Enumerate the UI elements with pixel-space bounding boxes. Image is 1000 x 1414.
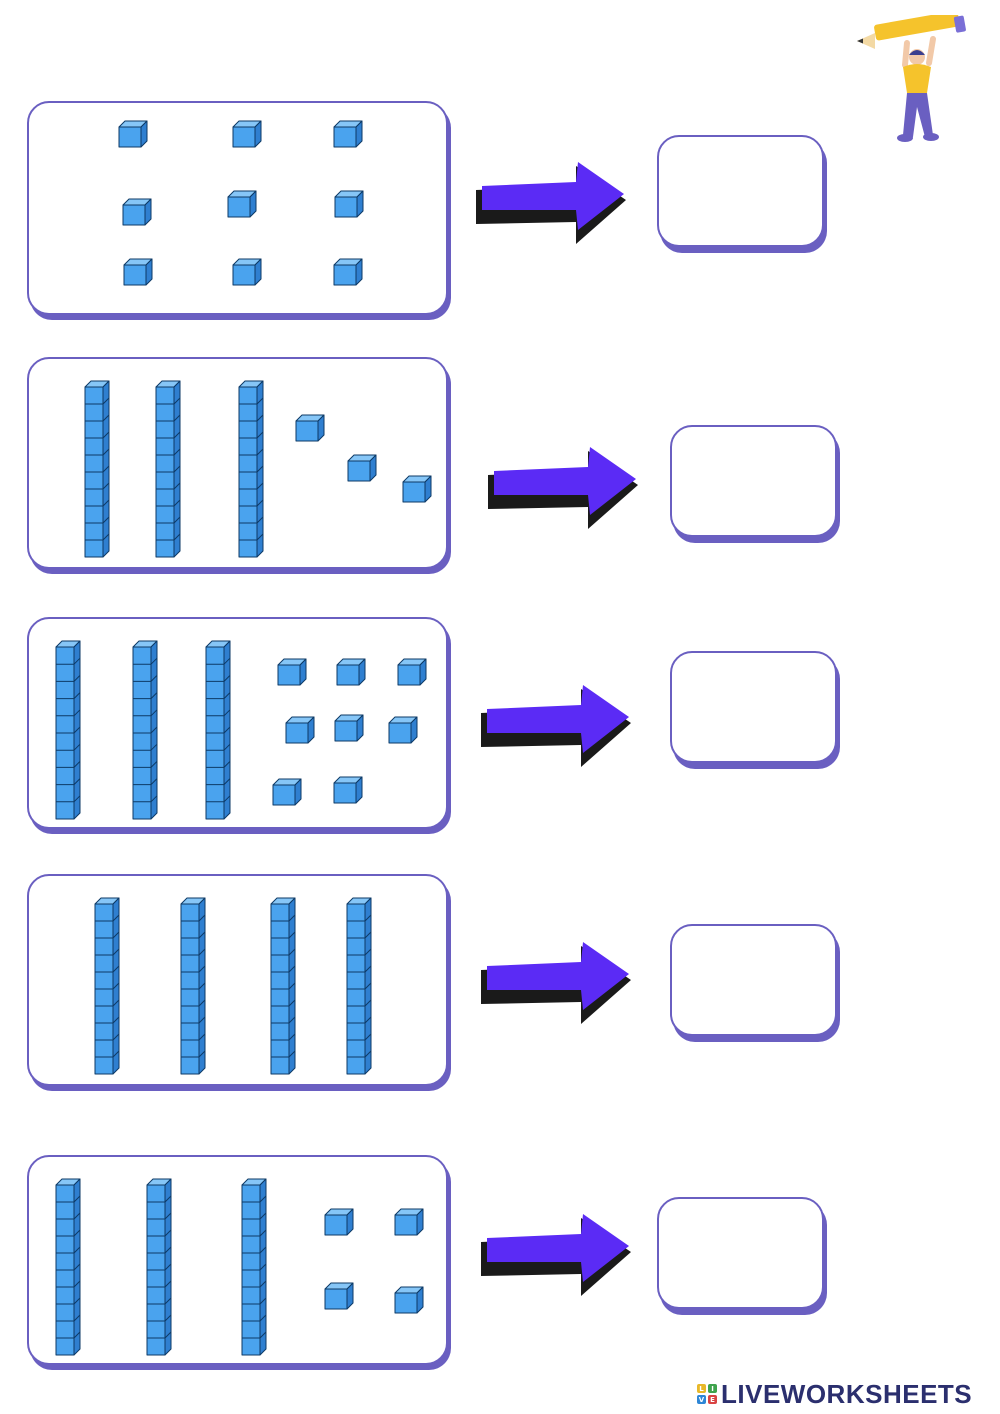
unit-cube-icon: [232, 120, 262, 148]
unit-cube-icon: [394, 1286, 424, 1314]
exercise-5-answer-input[interactable]: [657, 1197, 824, 1309]
exercise-3-blocks-panel: [27, 617, 448, 829]
exercise-2-answer-input[interactable]: [670, 425, 837, 537]
arrow-right-icon: [484, 445, 644, 533]
unit-cube-icon: [123, 258, 153, 286]
logo-letter: V: [697, 1395, 706, 1404]
ten-rod-icon: [146, 1178, 172, 1356]
brand-name: LIVEWORKSHEETS: [721, 1378, 973, 1409]
arrow-right-icon: [472, 160, 632, 248]
arrow-right-icon: [477, 683, 637, 771]
unit-cube-icon: [334, 190, 364, 218]
unit-cube-icon: [388, 716, 418, 744]
exercise-5-blocks-panel: [27, 1155, 448, 1365]
arrow-right-icon: [477, 940, 637, 1028]
ten-rod-icon: [55, 640, 81, 820]
unit-cube-icon: [394, 1208, 424, 1236]
unit-cube-icon: [397, 658, 427, 686]
ten-rod-icon: [132, 640, 158, 820]
ten-rod-icon: [180, 897, 206, 1075]
unit-cube-icon: [333, 776, 363, 804]
exercise-4-answer-input[interactable]: [670, 924, 837, 1036]
exercise-3-answer-input[interactable]: [670, 651, 837, 763]
unit-cube-icon: [333, 120, 363, 148]
arrow-right-icon: [477, 1212, 637, 1300]
unit-cube-icon: [295, 414, 325, 442]
logo-letter: L: [697, 1384, 706, 1393]
logo-mark: L I V E: [697, 1384, 717, 1404]
ten-rod-icon: [94, 897, 120, 1075]
ten-rod-icon: [84, 380, 110, 558]
unit-cube-icon: [285, 716, 315, 744]
logo-letter: E: [708, 1395, 717, 1404]
ten-rod-icon: [241, 1178, 267, 1356]
unit-cube-icon: [118, 120, 148, 148]
ten-rod-icon: [155, 380, 181, 558]
ten-rod-icon: [205, 640, 231, 820]
unit-cube-icon: [336, 658, 366, 686]
unit-cube-icon: [232, 258, 262, 286]
unit-cube-icon: [277, 658, 307, 686]
kid-holding-pencil-icon: [855, 15, 970, 150]
exercise-4-blocks-panel: [27, 874, 448, 1086]
unit-cube-icon: [402, 475, 432, 503]
ten-rod-icon: [270, 897, 296, 1075]
liveworksheets-logo: L I V E LIVEWORKSHEETS: [697, 1378, 973, 1409]
unit-cube-icon: [227, 190, 257, 218]
unit-cube-icon: [272, 778, 302, 806]
ten-rod-icon: [238, 380, 264, 558]
ten-rod-icon: [346, 897, 372, 1075]
exercise-1-answer-input[interactable]: [657, 135, 824, 247]
logo-letter: I: [708, 1384, 717, 1393]
unit-cube-icon: [334, 714, 364, 742]
ten-rod-icon: [55, 1178, 81, 1356]
unit-cube-icon: [324, 1282, 354, 1310]
unit-cube-icon: [347, 454, 377, 482]
unit-cube-icon: [324, 1208, 354, 1236]
unit-cube-icon: [333, 258, 363, 286]
unit-cube-icon: [122, 198, 152, 226]
